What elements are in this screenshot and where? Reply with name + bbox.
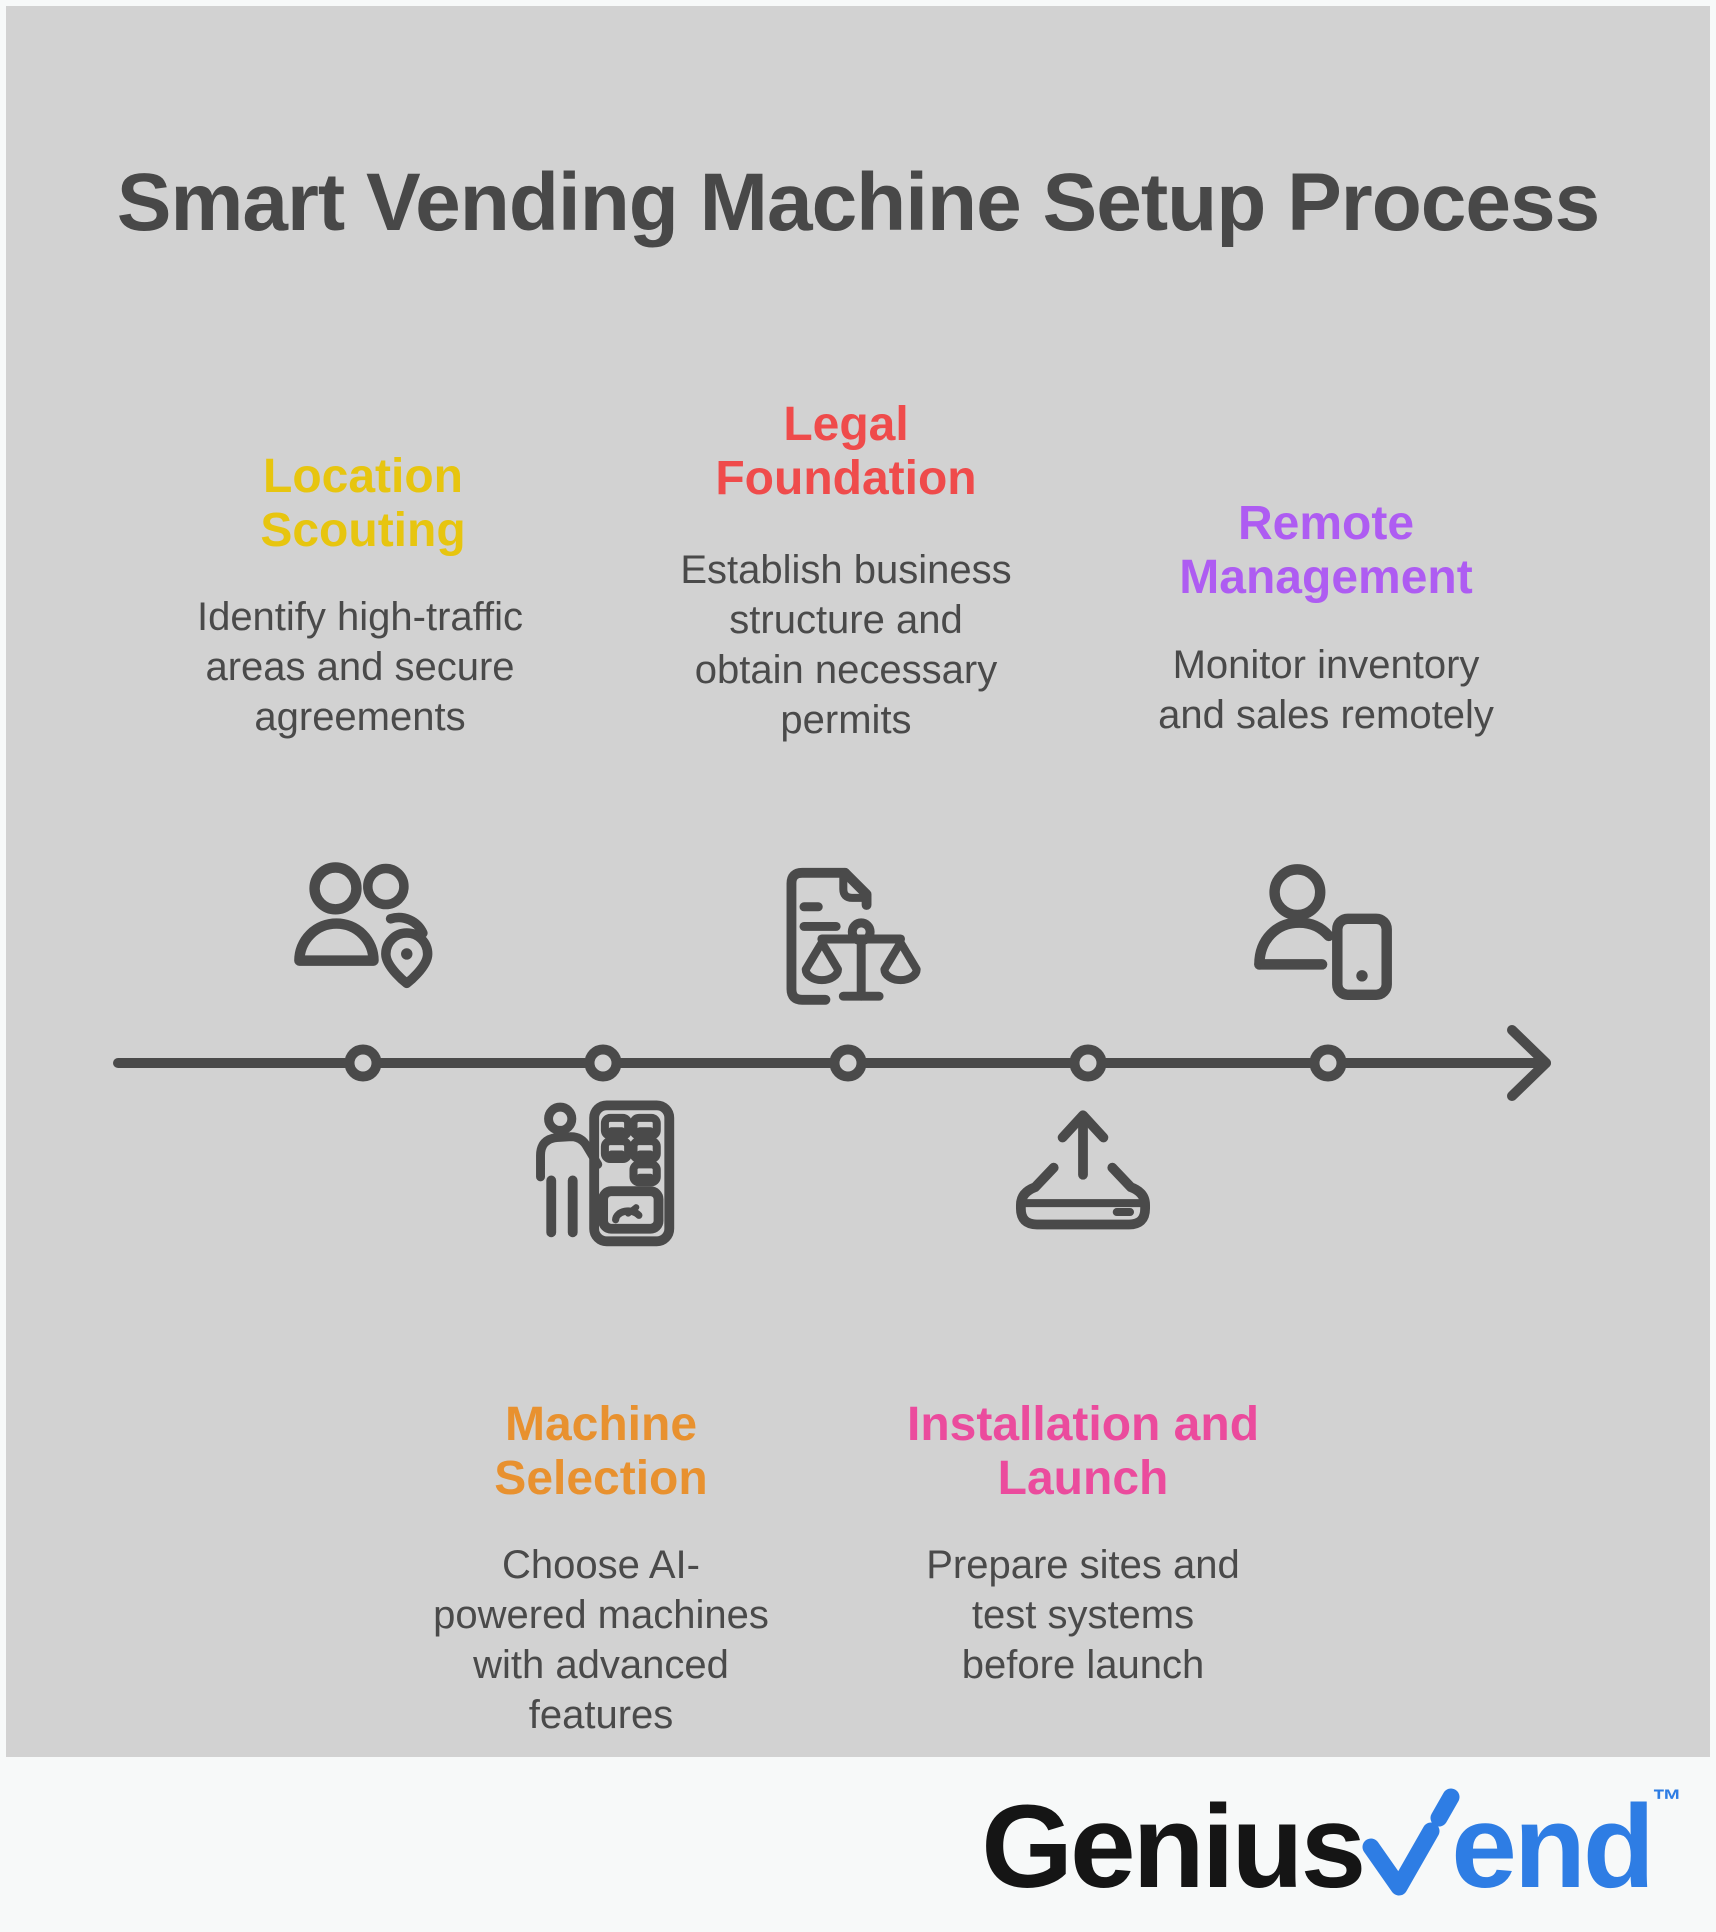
timeline <box>113 1025 1551 1101</box>
logo-text-vend: end <box>1451 1781 1655 1913</box>
step-description-remote-management: Monitor inventory and sales remotely <box>1158 643 1494 737</box>
box-launch-icon <box>1015 1110 1151 1230</box>
step-heading-remote-management: Remote Management <box>1179 497 1473 604</box>
step-description-legal-foundation: Establish business structure and obtain … <box>680 548 1012 742</box>
logo-trademark: ™ <box>1652 1784 1682 1817</box>
step-heading-machine-selection: Machine Selection <box>494 1398 708 1505</box>
step-description-installation-launch: Prepare sites and test systems before la… <box>926 1543 1240 1687</box>
person-phone-icon <box>1254 864 1392 1001</box>
step-heading-legal-foundation: Legal Foundation <box>715 398 977 505</box>
person-vending-machine-icon <box>536 1100 675 1247</box>
check-icon <box>1362 1788 1460 1896</box>
step-heading-installation-launch: Installation and Launch <box>906 1398 1260 1505</box>
geniusvend-logo: Genius end ™ <box>981 1774 1682 1920</box>
timeline-node <box>584 1044 622 1082</box>
people-location-icon <box>294 862 433 989</box>
timeline-node <box>1069 1044 1107 1082</box>
logo-text-genius: Genius <box>981 1781 1366 1913</box>
timeline-node <box>1309 1044 1347 1082</box>
page-title: Smart Vending Machine Setup Process <box>116 157 1600 248</box>
timeline-node <box>344 1044 382 1082</box>
step-heading-location-scouting: Location Scouting <box>260 450 466 557</box>
timeline-arrow-icon <box>1507 1025 1551 1101</box>
step-description-machine-selection: Choose AI- powered machines with advance… <box>433 1543 769 1737</box>
document-scales-icon <box>786 867 921 1005</box>
timeline-node <box>829 1044 867 1082</box>
step-description-location-scouting: Identify high-traffic areas and secure a… <box>196 595 524 739</box>
